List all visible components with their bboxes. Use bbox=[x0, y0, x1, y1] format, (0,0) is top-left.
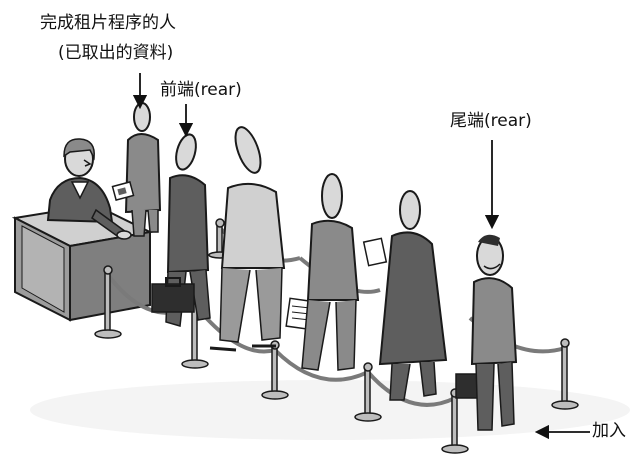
completed-label-line1: 完成租片程序的人 bbox=[40, 13, 176, 33]
completed-label-line2: (已取出的資料) bbox=[58, 43, 174, 63]
front-customer-figure bbox=[151, 133, 211, 327]
completed-customer-figure bbox=[111, 102, 162, 237]
third-customer-figure bbox=[285, 173, 360, 371]
rear-label: 尾端(rear) bbox=[450, 111, 532, 131]
second-customer-figure bbox=[209, 126, 286, 352]
fourth-customer-figure bbox=[362, 190, 448, 401]
clerk-figure bbox=[46, 138, 132, 240]
join-label: 加入 bbox=[592, 421, 626, 441]
rear-customer-figure bbox=[455, 234, 518, 431]
rental-counter-desk bbox=[11, 203, 154, 322]
front-label: 前端(rear) bbox=[160, 80, 242, 100]
